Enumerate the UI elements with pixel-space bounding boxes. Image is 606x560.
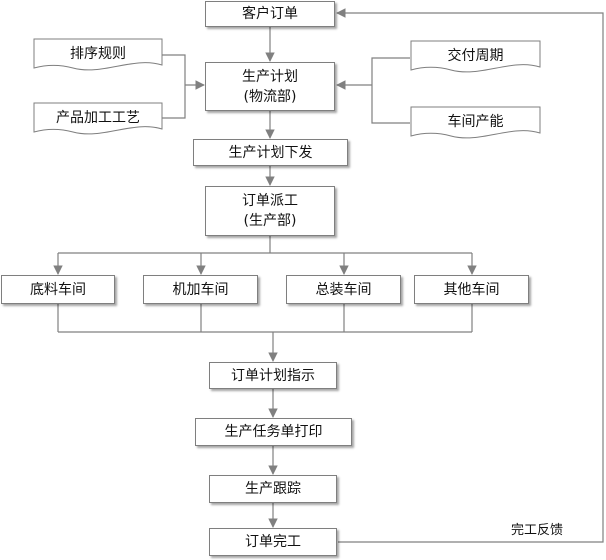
- feedback-label: 完工反馈: [511, 523, 564, 538]
- node-assembly-workshop-label: 总装车间: [315, 281, 372, 298]
- node-order-plan-instruction: 订单计划指示: [209, 362, 337, 389]
- node-machining-workshop-label: 机加车间: [172, 281, 229, 298]
- doc-delivery-cycle-label: 交付周期: [447, 48, 504, 64]
- doc-process-tech: 产品加工工艺: [33, 102, 163, 138]
- node-production-tracking-label: 生产跟踪: [245, 481, 301, 497]
- node-assembly-workshop: 总装车间: [286, 275, 401, 304]
- node-plan-issue: 生产计划下发: [193, 139, 348, 166]
- node-order-dispatch: 订单派工 (生产部): [205, 186, 335, 236]
- node-order-complete: 订单完工: [209, 528, 337, 556]
- node-production-plan-dept: (物流部): [243, 88, 297, 105]
- node-production-plan: 生产计划 (物流部): [205, 62, 335, 111]
- node-production-plan-title: 生产计划: [242, 68, 298, 85]
- node-customer-order-label: 客户订单: [242, 6, 298, 22]
- node-other-workshop: 其他车间: [414, 275, 529, 304]
- doc-workshop-capacity-shape: [410, 106, 541, 139]
- doc-workshop-capacity: 车间产能: [410, 106, 541, 142]
- node-plan-issue-label: 生产计划下发: [228, 144, 313, 161]
- doc-process-tech-label: 产品加工工艺: [56, 110, 140, 126]
- doc-sort-rules-shape: [33, 38, 163, 71]
- doc-workshop-capacity-label: 车间产能: [447, 114, 504, 130]
- doc-delivery-cycle: 交付周期: [410, 40, 541, 76]
- node-other-workshop-label: 其他车间: [443, 281, 500, 298]
- doc-process-tech-shape: [33, 102, 163, 135]
- node-task-sheet-print: 生产任务单打印: [195, 418, 352, 446]
- edge-capacity: [371, 85, 410, 124]
- node-order-dispatch-title: 订单派工: [242, 193, 298, 209]
- doc-sort-rules-label: 排序规则: [70, 46, 126, 62]
- edge-delivery-cycle: [371, 57, 410, 85]
- edge-feedback-loop: [336, 8, 604, 543]
- node-chassis-workshop: 底料车间: [1, 275, 115, 304]
- node-customer-order: 客户订单: [205, 1, 335, 27]
- node-order-dispatch-dept: (生产部): [243, 213, 297, 229]
- node-order-plan-instruction-label: 订单计划指示: [231, 367, 315, 384]
- node-task-sheet-print-label: 生产任务单打印: [224, 424, 323, 440]
- edge-process-tech: [162, 85, 186, 119]
- node-order-complete-label: 订单完工: [245, 534, 301, 550]
- node-machining-workshop: 机加车间: [143, 275, 258, 304]
- node-production-tracking: 生产跟踪: [209, 475, 337, 503]
- doc-sort-rules: 排序规则: [33, 38, 163, 74]
- node-chassis-workshop-label: 底料车间: [30, 281, 86, 298]
- edge-sort-rules: [162, 54, 186, 85]
- doc-delivery-cycle-shape: [410, 40, 541, 73]
